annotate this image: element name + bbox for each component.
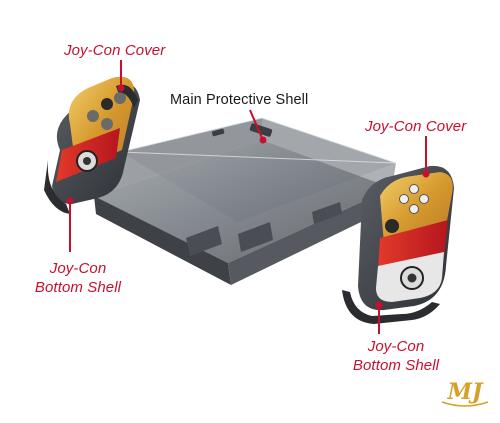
left-joycon xyxy=(44,76,140,214)
label-joycon-bottom-shell-right: Joy-Con Bottom Shell xyxy=(346,337,446,375)
leader-lines xyxy=(66,60,430,334)
label-joycon-cover-left: Joy-Con Cover xyxy=(64,42,166,59)
label-joycon-bottom-shell-left: Joy-Con Bottom Shell xyxy=(28,259,128,297)
label-line: Bottom Shell xyxy=(352,357,440,374)
label-line: Bottom Shell xyxy=(34,279,122,296)
brand-logo-text: MJ xyxy=(447,379,484,405)
label-line: Joy-Con xyxy=(367,338,425,355)
label-joycon-cover-right: Joy-Con Cover xyxy=(365,118,467,135)
label-line: Joy-Con xyxy=(49,260,107,277)
right-joycon xyxy=(342,165,454,324)
main-protective-shell xyxy=(94,117,397,285)
brand-logo: MJ xyxy=(441,379,489,407)
label-main-protective-shell: Main Protective Shell xyxy=(170,92,309,108)
